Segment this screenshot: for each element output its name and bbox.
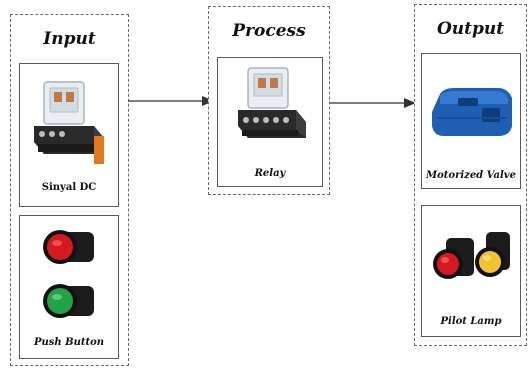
pilot-lamp-label: Pilot Lamp	[440, 316, 502, 327]
signal-dc-card: Sinyal DC	[19, 63, 119, 207]
relay-label: Relay	[254, 168, 286, 179]
pilot-lamp-card: Pilot Lamp	[421, 205, 521, 337]
arrow-process-to-output	[330, 98, 416, 108]
pilot-lamp-icon	[433, 232, 510, 279]
signal-dc-label: Sinyal DC	[41, 182, 97, 193]
output-title: Output	[436, 19, 505, 39]
motorized-valve-card: Motorized Valve	[421, 53, 521, 189]
input-title: Input	[43, 29, 96, 49]
input-group: Input Sinyal DC	[10, 14, 129, 366]
push-button-card: Push Button	[19, 215, 119, 359]
output-group: Output Motorized Valve Pilot Lamp	[414, 4, 527, 346]
process-group: Process Relay	[208, 6, 330, 195]
motorized-valve-label: Motorized Valve	[426, 170, 516, 181]
relay-card: Relay	[217, 57, 323, 187]
push-button-label: Push Button	[33, 337, 105, 348]
relay-socket-icon	[238, 67, 306, 138]
relay-socket-icon	[34, 81, 104, 164]
motorized-valve-icon	[432, 88, 512, 136]
process-title: Process	[232, 21, 306, 41]
arrow-input-to-process	[128, 96, 214, 106]
push-button-icon	[43, 230, 94, 318]
